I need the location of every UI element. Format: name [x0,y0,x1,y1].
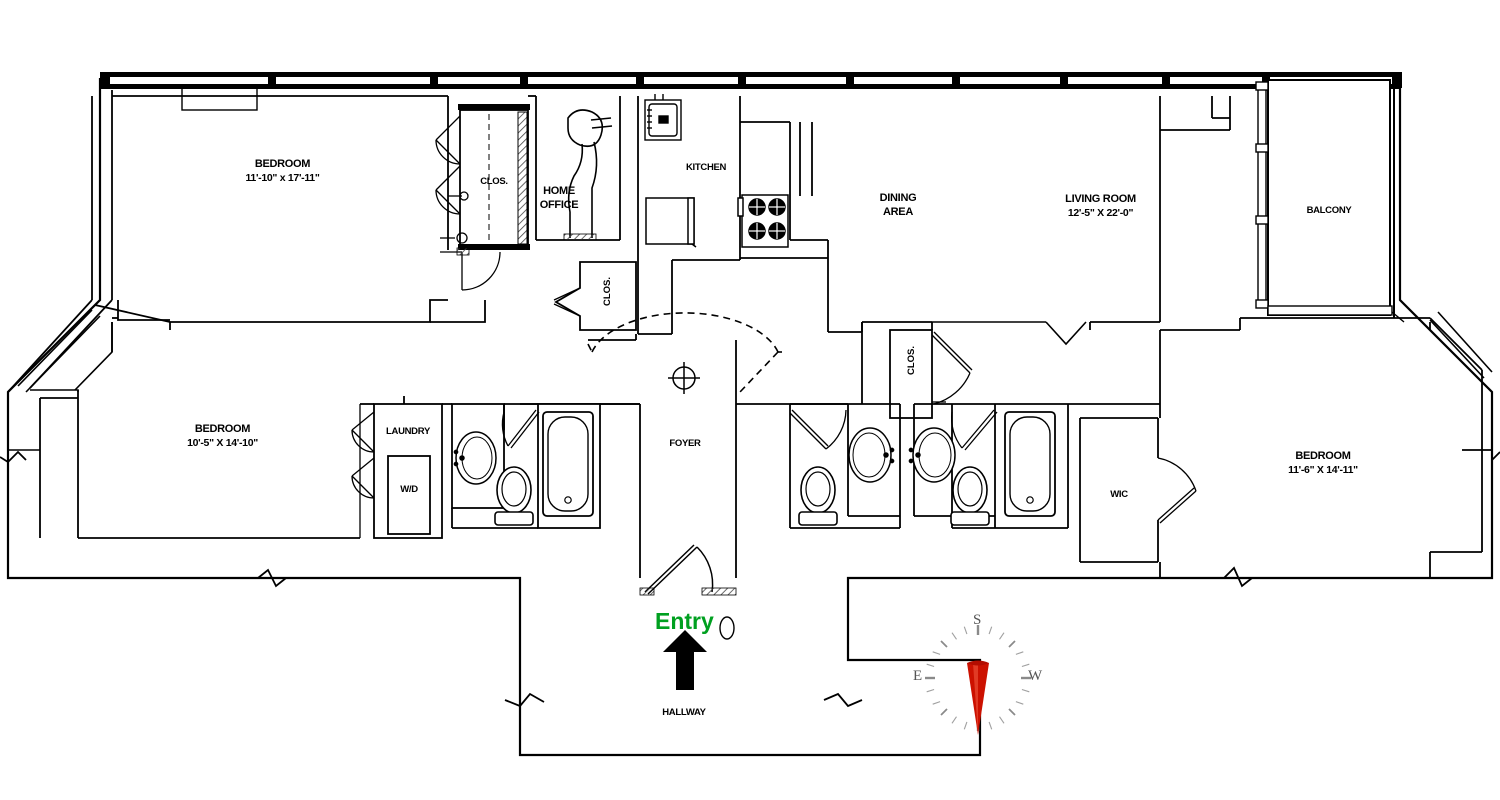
balcony-walls [1267,78,1395,318]
wall-break-right [1223,566,1253,588]
bathroom-right-a-door [789,409,847,450]
living-dining-walls [827,96,1231,333]
laundry-walls [360,396,443,539]
compass-needle [967,660,989,735]
room-label-closet-right: CLOS. [906,346,917,375]
closet-bifold-doors [435,115,469,244]
bedroom-2-walls [77,322,360,539]
door-bedroom-1 [440,247,501,291]
home-office-furniture [563,109,613,241]
compass-label-south: S [973,612,982,628]
bathroom-left-door [501,409,540,449]
ceiling-fixture-icon [668,362,700,394]
entry-label: Entry [655,608,714,635]
closet-center-name: CLOS. [602,277,613,307]
hallway-break-right [823,692,863,708]
wall-break-bottom-left [257,568,287,588]
laundry-bifold-doors [351,404,375,538]
bathroom-left-toilet [494,466,534,526]
center-closet-door [553,287,581,317]
closet-right-name: CLOS. [906,346,917,376]
entry-text: Entry [655,608,714,634]
wic-door [1157,457,1197,524]
compass-ticks [925,625,1031,731]
wic-walls [1079,404,1161,578]
foyer-arch [587,312,782,393]
balcony-rail [1255,81,1405,323]
compass-rose: S E W [913,612,1043,741]
refrigerator [645,197,697,248]
bathroom-right-b-sink [908,427,956,483]
compass-label-east: E [913,668,923,684]
bathroom-right-b-tub [1004,411,1056,517]
entry-arrow-icon [663,630,707,690]
kitchen-sink [644,94,682,141]
hallway-walls [519,578,981,756]
range-cooktop [737,194,789,248]
bathroom-right-b-toilet [950,466,990,526]
bedroom-1-walls [7,90,486,393]
compass-graphic [925,625,1031,735]
hallway-break-left [504,692,545,708]
center-closet-walls [554,261,637,331]
bathroom-right-a-walls [789,403,901,529]
bathroom-right-a-toilet [798,466,838,526]
bathroom-left-tub [542,411,594,517]
bedroom-2-bay-wall [39,397,78,538]
kitchen-walls [637,96,829,335]
wall-break-left [0,450,27,464]
bay-window-right [1429,311,1493,379]
entry-door [639,544,737,640]
bathroom-right-a-sink [848,427,895,483]
home-office-walls [528,95,621,241]
top-window-wall [100,72,1402,89]
bathroom-right-b-door [950,409,998,451]
closet-upper-left-walls [447,96,530,250]
room-label-closet-center: CLOS. [602,277,613,306]
right-closet-door [931,331,973,405]
bedroom-1-soffit [181,87,258,111]
bathroom-left-sink [453,431,497,485]
bedroom-3-walls [1068,317,1493,578]
wall-break-right-edge [1491,451,1500,461]
compass-label-west: W [1028,668,1043,684]
living-opening [932,321,1087,346]
